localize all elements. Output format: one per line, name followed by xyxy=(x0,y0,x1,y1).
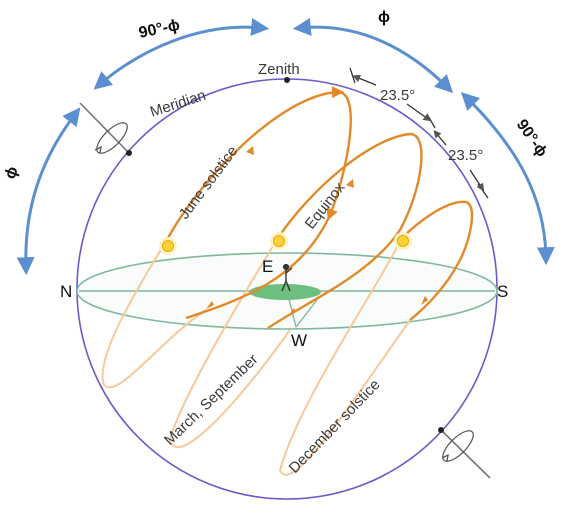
zenith-point xyxy=(284,77,290,83)
sun-icon xyxy=(270,232,288,250)
angle-label-top-left: 90°-ϕ xyxy=(137,17,181,42)
angle-label-right: 90°-ϕ xyxy=(513,117,551,161)
angle-arc-right xyxy=(460,91,555,266)
observer-ground xyxy=(249,284,321,300)
december-solstice-label: December solstice xyxy=(286,376,384,477)
angle-arc-top-right xyxy=(292,17,454,94)
north-label: N xyxy=(60,282,72,301)
rotation-axis-icon xyxy=(438,427,491,479)
tilt-label-lower: 23.5° xyxy=(448,147,483,164)
meridian-label: Meridian xyxy=(148,87,208,121)
march-september-label: March, September xyxy=(161,351,262,449)
june-solstice-label: June solstice xyxy=(176,143,242,222)
angle-arcs xyxy=(16,17,555,276)
sun-paths-below-horizon xyxy=(101,237,411,476)
tilt-label-upper: 23.5° xyxy=(380,87,415,104)
east-west-line-b xyxy=(295,295,321,328)
angle-label-left: ϕ xyxy=(2,164,22,181)
south-label: S xyxy=(497,282,508,301)
observer-icon xyxy=(281,263,293,292)
angle-label-top-right: ϕ xyxy=(378,9,390,26)
zenith-label: Zenith xyxy=(258,61,300,78)
sun-icon xyxy=(394,232,412,250)
east-label: E xyxy=(262,257,273,276)
angle-arc-top-left xyxy=(93,18,270,90)
sun-icon xyxy=(159,237,177,255)
angle-arc-left xyxy=(16,107,81,276)
west-label: W xyxy=(291,331,307,350)
rotation-axis-icon xyxy=(79,102,132,156)
sun-path-direction-markers xyxy=(206,146,428,316)
equinox-path xyxy=(267,132,423,329)
june-solstice-path xyxy=(166,86,352,320)
